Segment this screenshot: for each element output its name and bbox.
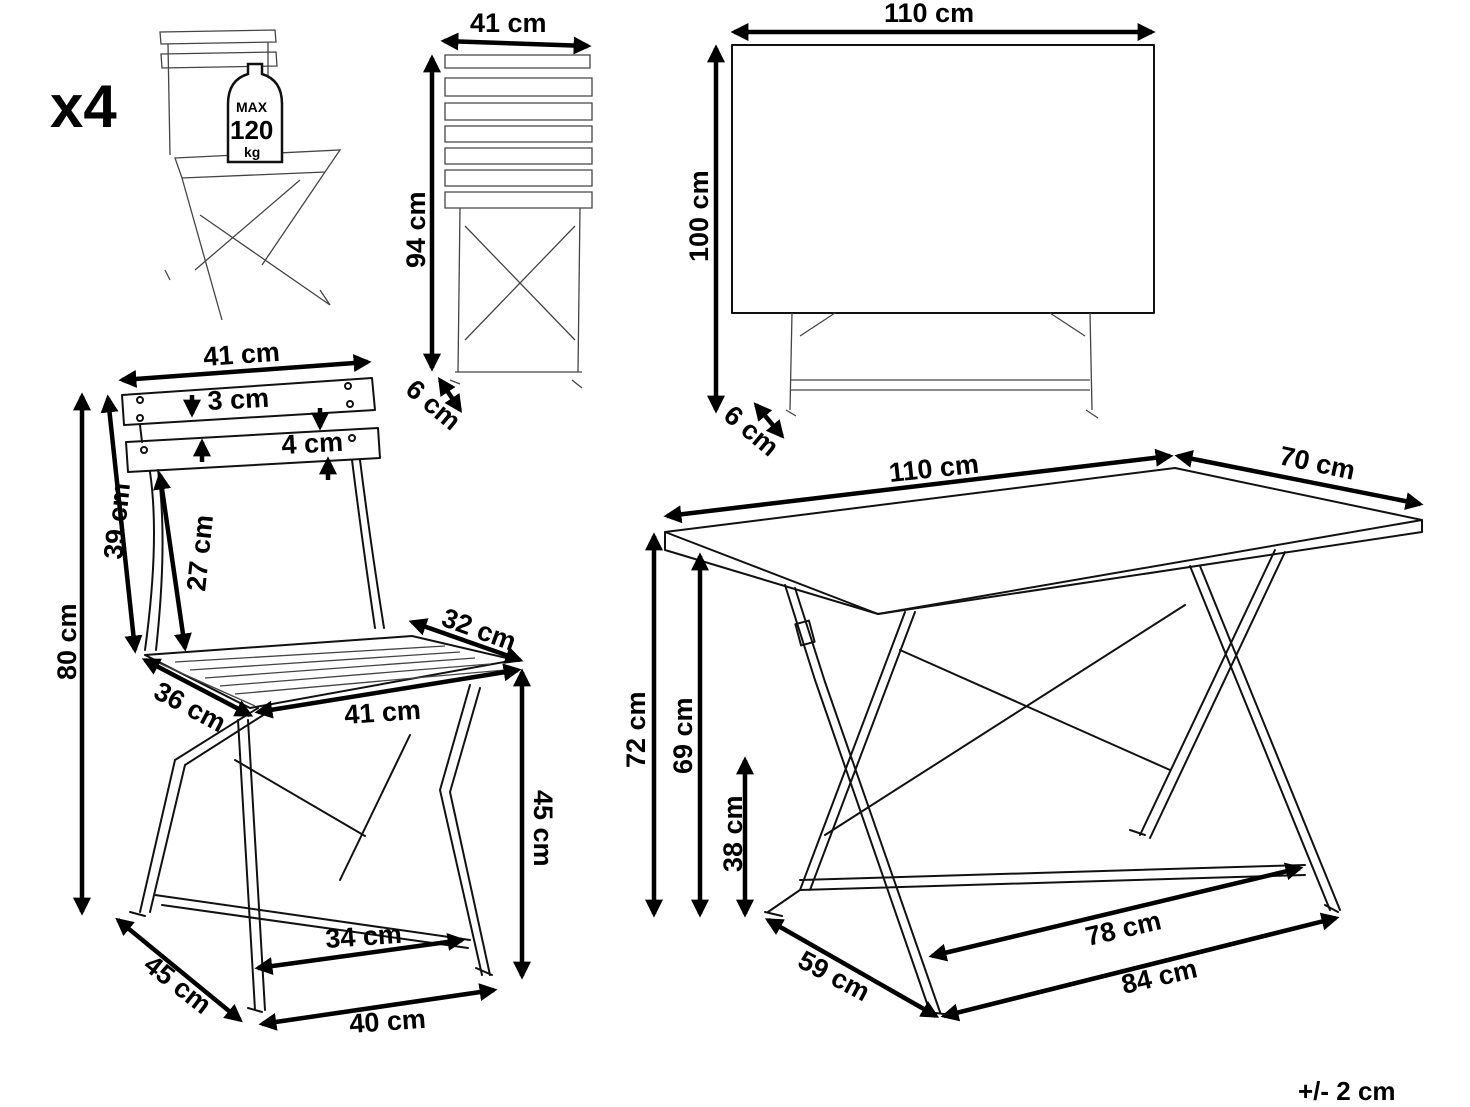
weight-badge: MAX 120 kg [226,62,284,164]
arrow-table-top-length [663,448,1174,524]
arrow-chair-back-height [100,394,143,654]
weight-unit-text: kg [244,144,260,160]
dim-table-height: 72 cm [621,691,651,768]
dim-table-rail-height: 38 cm [718,795,748,872]
dim-chair-back-height: 39 cm [98,481,136,560]
weight-value-text: 120 [230,115,273,145]
chair-front-view [444,54,593,389]
arrow-chair-base-width [258,983,498,1031]
dim-chair-back-inner: 27 cm [181,513,219,592]
dim-chair-seat-width: 41 cm [343,695,421,730]
dim-chair-total-height: 80 cm [52,603,82,680]
dim-chair-base-width: 40 cm [348,1004,426,1039]
small-chair-illustration [159,29,342,321]
dim-chair-base-depth: 45 cm [138,949,217,1020]
dim-chair-seat-height: 45 cm [528,790,558,867]
arrow-chair-seat-width [254,663,522,719]
dim-chair-slat-gap: 3 cm [207,383,270,416]
arrow-table-base-length [940,912,1340,1022]
quantity-label: x4 [50,73,117,140]
table-folded-view [731,44,1155,419]
dim-table-base-depth: 59 cm [793,945,875,1007]
dim-chair-seat-depth: 32 cm [438,602,520,656]
tolerance-note: +/- 2 cm [1298,1076,1396,1102]
arrow-chair-base-inner [254,933,466,975]
dim-table-leg-height: 69 cm [668,697,698,774]
arrow-table-top-width [1174,449,1424,511]
dim-table-base-inner: 78 cm [1083,905,1164,951]
dim-table-base-length: 84 cm [1119,953,1200,999]
dim-chair-front-width: 41 cm [470,8,547,38]
arrow-chair-front-depth [438,377,462,413]
dim-chair-front-height: 94 cm [401,191,431,268]
arrow-chair-base-depth [115,917,243,1023]
table-perspective-view [664,467,1423,1015]
dim-table-folded-height: 100 cm [684,170,714,262]
dim-chair-slat-height: 4 cm [281,427,344,460]
arrow-table-base-depth [764,918,940,1018]
arrow-chair-back-inner [153,471,192,652]
arrow-chair-seat-depth [408,618,524,664]
arrow-table-folded-depth [753,402,785,439]
dim-chair-base-inner: 34 cm [324,919,402,954]
dim-table-folded-width: 110 cm [884,0,974,28]
dim-chair-top-width: 41 cm [202,337,280,372]
arrow-chair-front-width [440,32,592,55]
arrow-chair-top-width [118,354,372,388]
arrow-chair-seat-side [141,658,254,717]
dim-table-folded-depth: 6 cm [718,400,784,463]
weight-max-text: MAX [236,99,268,115]
